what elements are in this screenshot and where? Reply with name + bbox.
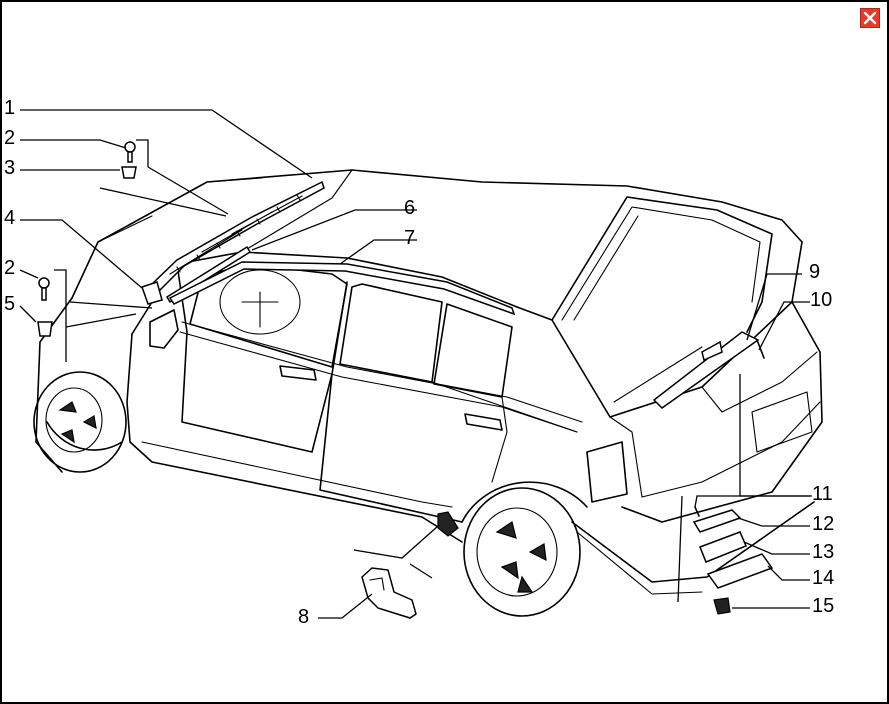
part-windscreen-trim — [150, 180, 325, 291]
callout-7: 7 — [404, 227, 415, 249]
callout-2-left: 2 — [4, 257, 15, 279]
callout-1: 1 — [4, 97, 15, 119]
callout-2-top: 2 — [4, 127, 15, 149]
part-bracket — [361, 567, 417, 619]
part-roof-strip — [168, 261, 516, 316]
callout-10: 10 — [810, 289, 832, 311]
callout-9: 9 — [809, 261, 820, 283]
callout-5: 5 — [4, 293, 15, 315]
callout-6: 6 — [404, 197, 415, 219]
callout-8: 8 — [298, 606, 309, 628]
part-screw-left — [38, 277, 50, 301]
callout-4: 4 — [4, 207, 15, 229]
part-fuel-flap — [437, 511, 459, 537]
callout-12: 12 — [812, 513, 834, 535]
part-lower-trim — [165, 245, 252, 304]
car-body — [71, 169, 823, 595]
part-small-screw — [756, 339, 765, 359]
callout-3: 3 — [4, 157, 15, 179]
part-clip-left — [37, 321, 53, 337]
rear-wheel — [461, 481, 588, 617]
callout-13: 13 — [812, 541, 834, 563]
part-corner-bracket — [141, 281, 163, 305]
callout-14: 14 — [812, 567, 834, 589]
callout-11: 11 — [812, 483, 833, 505]
part-15-cap — [713, 597, 731, 615]
part-14-lens — [706, 553, 774, 589]
callout-15: 15 — [812, 595, 834, 617]
part-13-lamp — [699, 531, 747, 563]
close-icon — [863, 11, 877, 25]
part-11-screw — [694, 506, 700, 517]
leader-lines — [19, 109, 812, 619]
callout-labels: 1 2 3 4 2 5 6 7 8 9 10 11 12 13 14 15 — [4, 97, 834, 628]
part-screw-top — [124, 141, 136, 163]
close-button[interactable] — [860, 8, 880, 28]
part-clip-top — [121, 166, 137, 179]
part-rear-spoiler — [613, 331, 760, 409]
part-12-gasket — [692, 509, 742, 533]
front-wheel — [33, 297, 127, 473]
